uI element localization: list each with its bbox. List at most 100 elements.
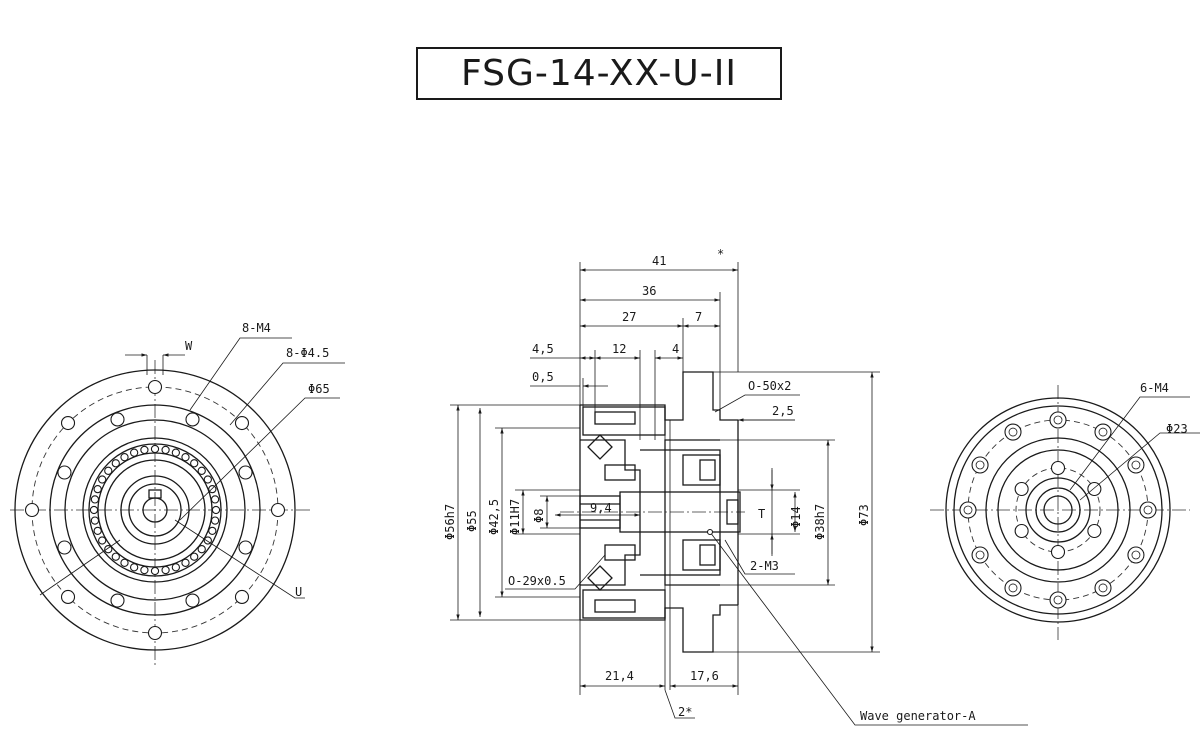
bolt-hole-inner	[1098, 427, 1108, 437]
dim-2-5: 2,5	[772, 404, 794, 418]
bolt-hole	[1127, 456, 1145, 474]
roller	[120, 453, 129, 462]
bolt-hole	[971, 456, 989, 474]
bolt-hole-inner	[975, 460, 985, 470]
section-view: 41 * 36 27 7 4,5 12 4 0,5 O-50x2 2,5	[443, 247, 1028, 726]
inner-hole	[1050, 460, 1066, 476]
roller	[197, 545, 206, 554]
roller	[197, 466, 206, 475]
roller	[89, 505, 99, 515]
roller	[210, 495, 220, 504]
outer-bolt-holes	[959, 411, 1157, 609]
right-rear-view: 6-M4 Φ23	[930, 381, 1200, 640]
roller	[111, 459, 120, 468]
dim-d42-5: Φ42,5	[487, 499, 501, 535]
bolt-hole	[1049, 591, 1067, 609]
bolt-hole	[971, 546, 989, 564]
mounting-hole	[234, 589, 250, 605]
dim-d14: Φ14	[789, 506, 803, 528]
bolt-hole	[959, 501, 977, 519]
label-u: U	[295, 585, 302, 599]
dim-12: 12	[612, 342, 626, 356]
mounting-hole	[110, 593, 125, 608]
roller	[208, 484, 217, 494]
label-w: W	[185, 339, 193, 353]
bolt-hole	[1127, 546, 1145, 564]
roller	[171, 563, 181, 572]
bolt-hole	[1049, 411, 1067, 429]
roller	[190, 459, 199, 468]
dim-4-5: 4,5	[532, 342, 554, 356]
dim-star: *	[717, 247, 724, 261]
inner-hole	[1050, 544, 1066, 560]
mounting-hole	[270, 502, 286, 518]
roller-ring	[89, 444, 221, 576]
roller	[181, 453, 190, 462]
roller	[203, 475, 212, 484]
roller	[129, 563, 139, 572]
roller	[171, 448, 181, 457]
bolt-hole	[1004, 423, 1022, 441]
mounting-hole	[185, 412, 200, 427]
roller	[93, 484, 102, 494]
mounting-hole	[24, 502, 40, 518]
mounting-hole	[238, 465, 253, 480]
dim-d11h7: Φ11H7	[508, 499, 522, 535]
bolt-hole-inner	[1131, 550, 1141, 560]
mounting-hole	[147, 379, 163, 395]
wave-generator-label: Wave generator-A	[860, 709, 976, 723]
bolt-hole-inner	[963, 505, 973, 515]
mounting-hole	[238, 540, 253, 555]
dim-17-6: 17,6	[690, 669, 719, 683]
oring-bottom: O-29x0.5	[508, 574, 566, 588]
dim-9-4: 9,4	[590, 501, 612, 515]
roller	[140, 445, 149, 455]
roller	[150, 566, 160, 576]
dim-t: T	[758, 507, 765, 521]
dim-41: 41	[652, 254, 666, 268]
roller	[211, 505, 221, 515]
dim-7: 7	[695, 310, 702, 324]
bolt-hole-inner	[1098, 583, 1108, 593]
roller	[104, 545, 113, 554]
roller	[90, 495, 100, 504]
drawing-title: FSG-14-XX-U-II	[461, 53, 737, 94]
mounting-hole	[147, 625, 163, 641]
inner-hole	[1014, 481, 1029, 497]
dim-2-star: 2*	[678, 705, 692, 719]
dim-36: 36	[642, 284, 656, 298]
left-front-view: W 8-M4 8-Φ4.5 Φ65 U	[10, 321, 345, 665]
dim-2-m3: 2-M3	[750, 559, 779, 573]
label-d23: Φ23	[1166, 422, 1188, 436]
roller	[161, 565, 170, 575]
bolt-hole	[1094, 423, 1112, 441]
roller	[181, 558, 190, 567]
bolt-hole	[1004, 579, 1022, 597]
roller	[150, 444, 160, 454]
roller	[98, 475, 107, 484]
label-d65: Φ65	[308, 382, 330, 396]
bolt-hole	[1094, 579, 1112, 597]
bolt-hole	[1139, 501, 1157, 519]
dim-0-5: 0,5	[532, 370, 554, 384]
mounting-hole	[234, 415, 250, 431]
roller	[208, 526, 217, 536]
roller	[104, 466, 113, 475]
inner-m4-holes	[1014, 460, 1102, 560]
bolt-hole-inner	[1131, 460, 1141, 470]
oring-top: O-50x2	[748, 379, 791, 393]
dim-4: 4	[672, 342, 679, 356]
mounting-hole	[110, 412, 125, 427]
bolt-hole-inner	[1053, 415, 1063, 425]
label-8-m4: 8-M4	[242, 321, 271, 335]
mounting-hole	[57, 465, 72, 480]
dim-d55: Φ55	[465, 510, 479, 532]
title-box: FSG-14-XX-U-II	[416, 47, 782, 100]
roller	[90, 516, 100, 525]
mounting-hole	[60, 589, 76, 605]
mounting-hole	[185, 593, 200, 608]
roller	[140, 565, 149, 575]
bolt-hole-inner	[1053, 595, 1063, 605]
dim-d38h7: Φ38h7	[813, 504, 827, 540]
